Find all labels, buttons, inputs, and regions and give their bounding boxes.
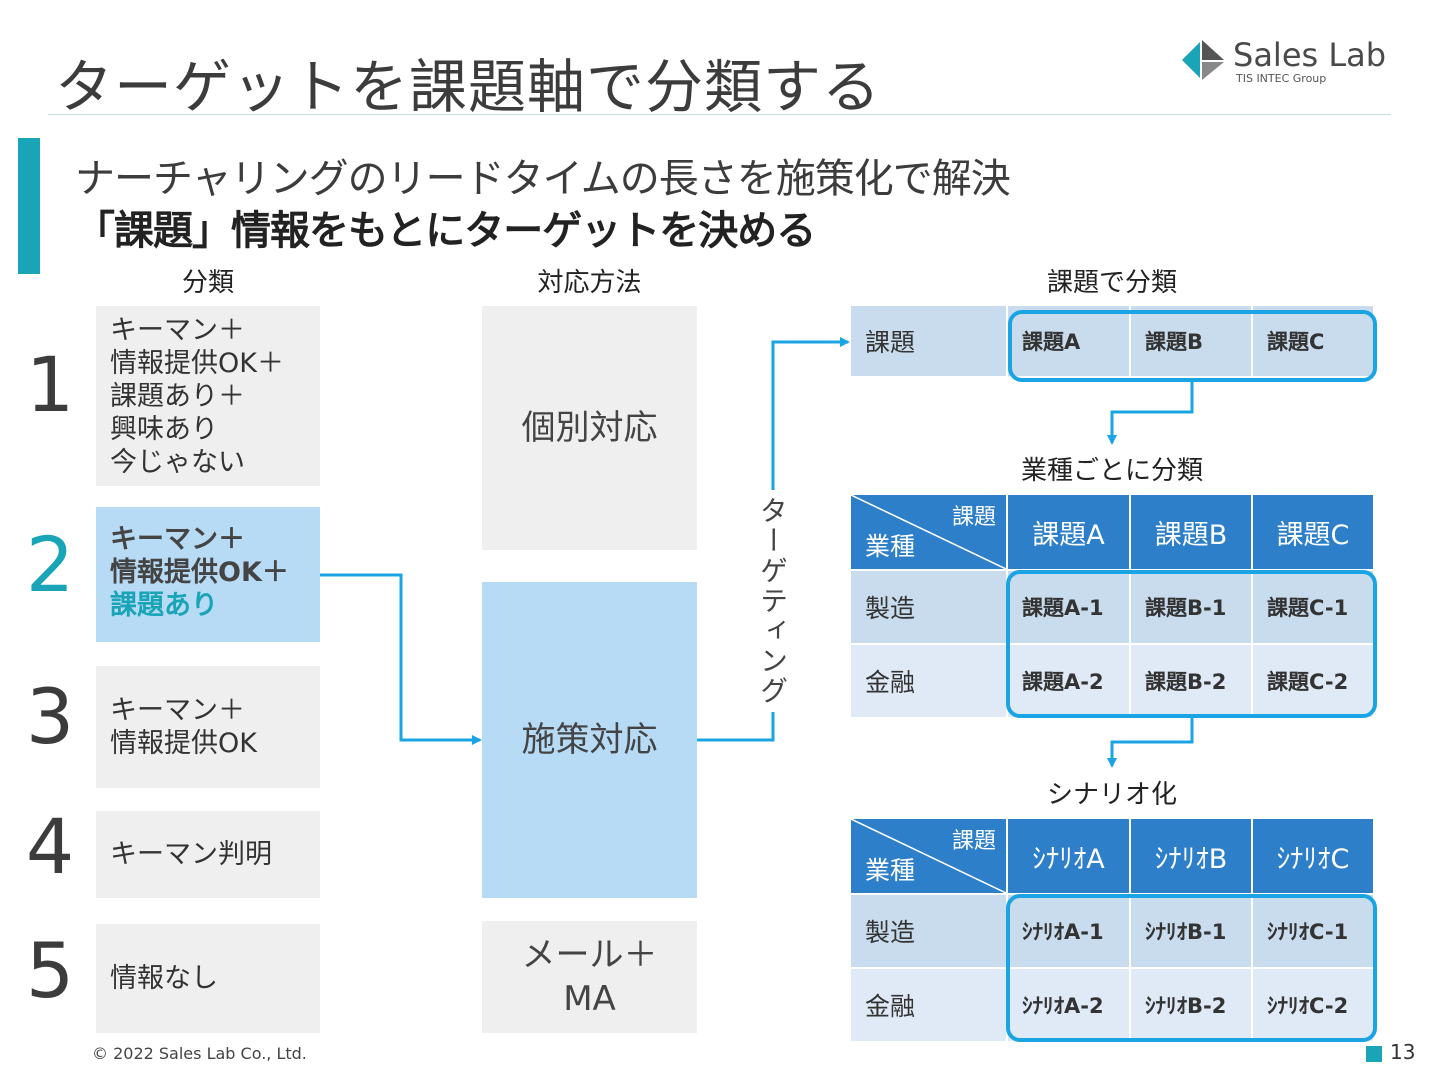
table2-highlight-frame (1006, 570, 1377, 718)
table1-row-label: 課題 (851, 306, 1006, 376)
category-3-line: キーマン＋ (110, 695, 245, 726)
table2-cell: 課題B-2 (1131, 645, 1251, 717)
category-1-line: 興味あり (110, 413, 218, 445)
page-marker-icon (1366, 1046, 1382, 1062)
category-box-4: キーマン判明 (96, 811, 320, 898)
table2-row-label: 金融 (851, 645, 1006, 717)
category-2-line: キーマン＋ (110, 524, 245, 555)
table1-cell: 課題B (1131, 306, 1251, 376)
table2-corner-bottom: 業種 (865, 532, 916, 561)
table2-cell: 課題A-1 (1008, 571, 1129, 643)
table2-corner: 課題 業種 (851, 495, 1006, 569)
corner-diagonal (851, 819, 1006, 893)
table3-cell: ｼﾅﾘｵA-1 (1008, 895, 1129, 967)
table3-highlight-frame (1006, 894, 1377, 1042)
table3-cell: ｼﾅﾘｵC-2 (1253, 969, 1373, 1041)
method-mail-label: メール＋ (521, 935, 658, 975)
category-1-line: 課題あり＋ (110, 380, 245, 412)
sales-lab-logo: Sales Lab TIS INTEC Group (1180, 36, 1395, 88)
table3-corner-top: 課題 (951, 829, 996, 854)
table2-cell: 課題A-2 (1008, 645, 1129, 717)
logo-mark-icon (1182, 40, 1224, 80)
table3-corner-bottom: 業種 (865, 856, 916, 885)
category-number-5: 5 (25, 926, 75, 1015)
subtitle-line-1: ナーチャリングのリードタイムの長さを施策化で解決 (75, 156, 1011, 202)
table3-col-header: ｼﾅﾘｵC (1253, 819, 1373, 893)
corner-diagonal (851, 495, 1006, 569)
logo-name: Sales Lab (1233, 36, 1387, 74)
method-ma-label: MA (563, 979, 616, 1019)
table3-row-label: 製造 (851, 895, 1006, 967)
industry-section-label: 業種ごとに分類 (1020, 456, 1203, 486)
logo-subtitle: TIS INTEC Group (1236, 72, 1327, 85)
table2-cell: 課題B-1 (1131, 571, 1251, 643)
table3-col-header: ｼﾅﾘｵB (1131, 819, 1251, 893)
category-number-3: 3 (25, 672, 75, 761)
category-2-highlight-line: 課題あり (110, 590, 218, 621)
scenario-section-label: シナリオ化 (1046, 780, 1177, 810)
table2-corner-top: 課題 (951, 505, 996, 530)
category-1-line: 情報提供OK＋ (110, 347, 284, 379)
table3-cell: ｼﾅﾘｵB-2 (1131, 969, 1251, 1041)
table2-cell: 課題C-1 (1253, 571, 1373, 643)
table2-col-header: 課題B (1131, 495, 1251, 569)
table1-highlight-frame (1008, 310, 1377, 382)
table1-cell: 課題C (1253, 306, 1373, 376)
table2-col-header: 課題A (1008, 495, 1129, 569)
category-box-5: 情報なし (96, 924, 320, 1033)
method-individual-label: 個別対応 (521, 408, 658, 448)
arrow-industry-to-scenario (1107, 716, 1194, 768)
table2-row-label: 製造 (851, 571, 1006, 643)
table3-col-header: ｼﾅﾘｵA (1008, 819, 1129, 893)
page-number: 13 (1390, 1040, 1416, 1064)
page-title: ターゲットを課題軸で分類する (55, 53, 882, 121)
copyright: © 2022 Sales Lab Co., Ltd. (92, 1044, 307, 1063)
method-individual: 個別対応 (482, 306, 697, 550)
table1-cell: 課題A (1008, 306, 1129, 376)
category-1-line: キーマン＋ (110, 314, 245, 346)
table3-cell: ｼﾅﾘｵB-1 (1131, 895, 1251, 967)
category-column-heading: 分類 (181, 268, 234, 298)
category-number-4: 4 (25, 802, 75, 891)
table3-row-label: 金融 (851, 969, 1006, 1041)
table3-cell: ｼﾅﾘｵC-1 (1253, 895, 1373, 967)
category-number-2: 2 (25, 520, 75, 609)
category-number-1: 1 (25, 340, 75, 429)
subtitle-accent-bar (18, 138, 40, 274)
category-4-line: キーマン判明 (110, 839, 272, 870)
arrow-category2-to-campaign (320, 573, 482, 745)
table3-cell: ｼﾅﾘｵA-2 (1008, 969, 1129, 1041)
title-divider (48, 114, 1391, 115)
method-campaign: 施策対応 (482, 582, 697, 898)
category-box-3: キーマン＋ 情報提供OK (96, 666, 320, 788)
subtitle-line-2: 「課題」情報をもとにターゲットを決める (75, 208, 816, 254)
arrow-issues-to-industry (1107, 381, 1194, 445)
table2-col-header: 課題C (1253, 495, 1373, 569)
method-column-heading: 対応方法 (537, 268, 642, 298)
targeting-label: ターゲティング (754, 490, 792, 712)
table2-cell: 課題C-2 (1253, 645, 1373, 717)
category-5-line: 情報なし (110, 963, 218, 994)
category-2-line: 情報提供OK＋ (110, 557, 289, 588)
category-box-1: キーマン＋ 情報提供OK＋ 課題あり＋ 興味あり 今じゃない (96, 306, 320, 486)
category-1-line: 今じゃない (110, 446, 245, 478)
category-box-2: キーマン＋ 情報提供OK＋ 課題あり (96, 507, 320, 642)
category-3-line: 情報提供OK (110, 728, 257, 759)
method-campaign-label: 施策対応 (521, 720, 658, 760)
classify-column-heading: 課題で分類 (1046, 268, 1177, 298)
table3-corner: 課題 業種 (851, 819, 1006, 893)
method-mail-ma: メール＋ MA (482, 921, 697, 1033)
